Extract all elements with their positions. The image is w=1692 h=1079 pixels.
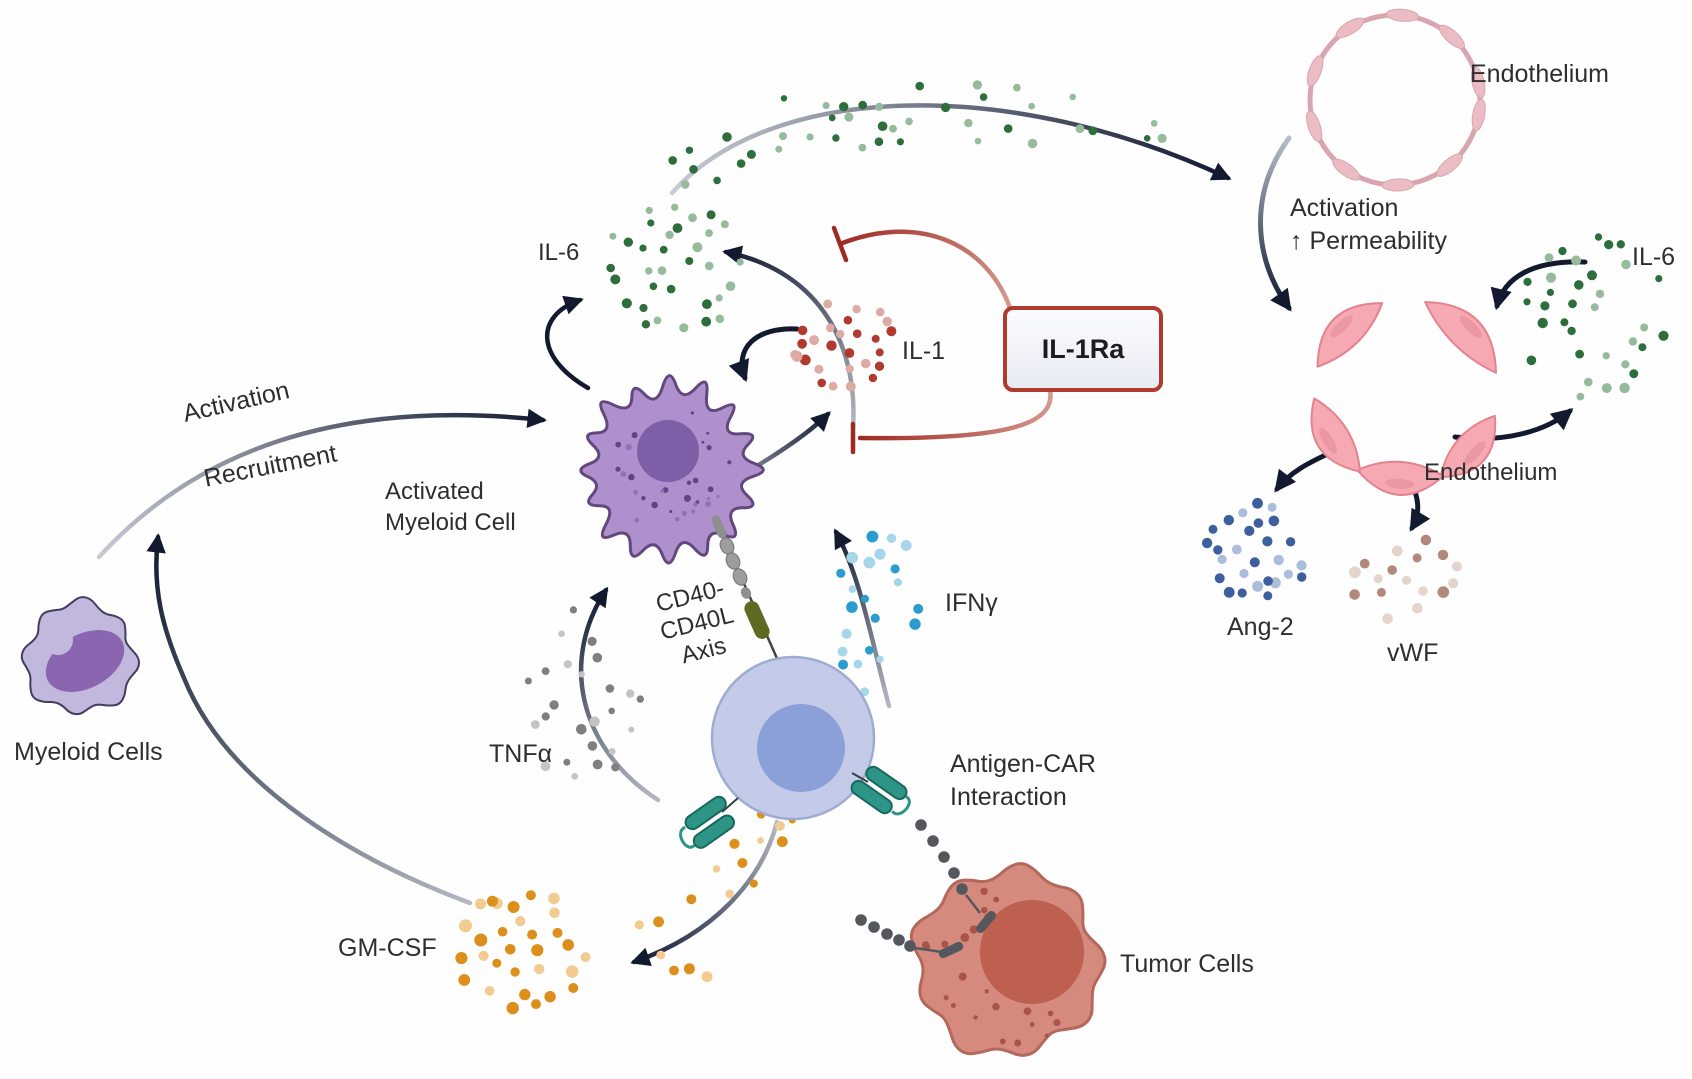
label-il1ra: IL-1Ra <box>1041 333 1125 364</box>
label-myeloid-cells: Myeloid Cells <box>14 738 163 766</box>
myeloid-cell <box>20 596 141 716</box>
label-tumor-cells: Tumor Cells <box>1120 950 1254 978</box>
arrow-il1-to-myeloid <box>728 326 800 383</box>
cluster-il6 <box>668 80 1167 185</box>
inhibition-layer <box>831 225 1053 455</box>
label-endothelium-bottom: Endothelium <box>1424 459 1558 486</box>
label-activated-myeloid: Activated Myeloid Cell <box>385 478 516 536</box>
inhibition-tbar-top <box>831 225 849 263</box>
cluster-ifng <box>836 530 924 697</box>
label-il6-right: IL-6 <box>1632 243 1676 271</box>
endothelium-vessel-intact <box>1306 8 1486 192</box>
label-vwf: vWF <box>1387 639 1439 667</box>
car-receptor-right <box>850 765 911 816</box>
antigen-chains <box>855 819 996 959</box>
arrow-ifng-to-myeloid <box>833 528 892 709</box>
cluster-il1 <box>790 299 897 392</box>
arrow-endo-to-ang2 <box>1274 449 1335 493</box>
arrow-gmcsf-to-myeloid <box>146 533 473 906</box>
arrow-il1-to-il6 <box>722 245 856 431</box>
label-ifng: IFNγ <box>945 589 998 617</box>
inhibition-il1ra-on-il1 <box>857 387 1053 441</box>
cluster-vwf <box>1349 534 1463 624</box>
label-il1: IL-1 <box>902 337 946 365</box>
label-endothelium-activation: Activation ↑ Permeability <box>1290 194 1447 255</box>
cytokine-clusters <box>455 80 1669 1015</box>
label-il6-left: IL-6 <box>538 239 580 266</box>
activated-myeloid-cell <box>579 374 765 565</box>
arrow-tcell-to-gmcsf <box>630 819 780 967</box>
cluster-ang2 <box>1201 497 1307 601</box>
car-t-cell <box>710 655 876 821</box>
cd40-cd40l-axis-structure <box>711 515 785 673</box>
inhibition-il1ra-on-il6 <box>837 229 1013 311</box>
arrow-activation-recruitment <box>96 408 547 560</box>
cluster-gmcsf <box>634 778 796 983</box>
cluster-il6 <box>1523 233 1669 401</box>
endothelium-vessel-activated <box>1310 301 1497 496</box>
cluster-gmcsf <box>455 890 591 1015</box>
label-ang2: Ang-2 <box>1227 613 1294 641</box>
arrow-il6-to-endothelium <box>669 103 1232 196</box>
car-receptor-left <box>679 795 735 849</box>
il1ra-box: IL-1Ra <box>1003 306 1163 392</box>
cluster-il6 <box>606 180 744 333</box>
tumor-cell <box>909 862 1107 1057</box>
car-receptors <box>679 765 911 849</box>
cluster-tnfa <box>524 606 644 780</box>
arrow-il6right-to-endo <box>1490 259 1588 311</box>
arrow-myeloid-to-il6 <box>544 295 591 391</box>
label-endothelium-top: Endothelium <box>1470 60 1609 88</box>
label-tnfa: TNFα <box>489 740 553 768</box>
arrow-endothelium-activation <box>1258 135 1292 312</box>
label-antigen-car: Antigen-CAR Interaction <box>950 750 1096 811</box>
arrow-tnfa-to-myeloid <box>578 586 661 803</box>
label-gmcsf: GM-CSF <box>338 934 437 962</box>
